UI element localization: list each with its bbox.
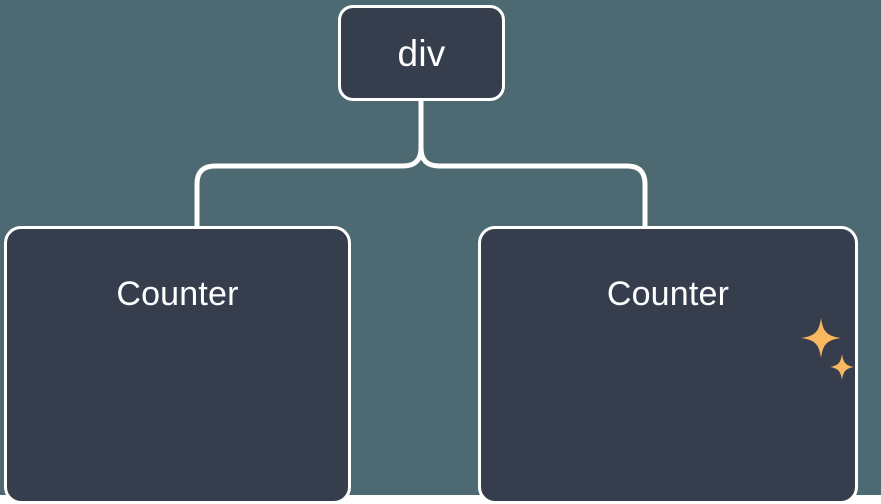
node-title: Counter (116, 275, 239, 313)
node-root-div[interactable]: div (338, 5, 505, 101)
connector-to-left-child (194, 145, 424, 229)
connector-to-right-child (418, 145, 648, 229)
node-counter-right[interactable]: Counter (478, 226, 858, 504)
node-title: Counter (606, 275, 730, 313)
root-node-label: div (397, 32, 446, 74)
node-counter-left[interactable]: Counter (4, 226, 351, 504)
